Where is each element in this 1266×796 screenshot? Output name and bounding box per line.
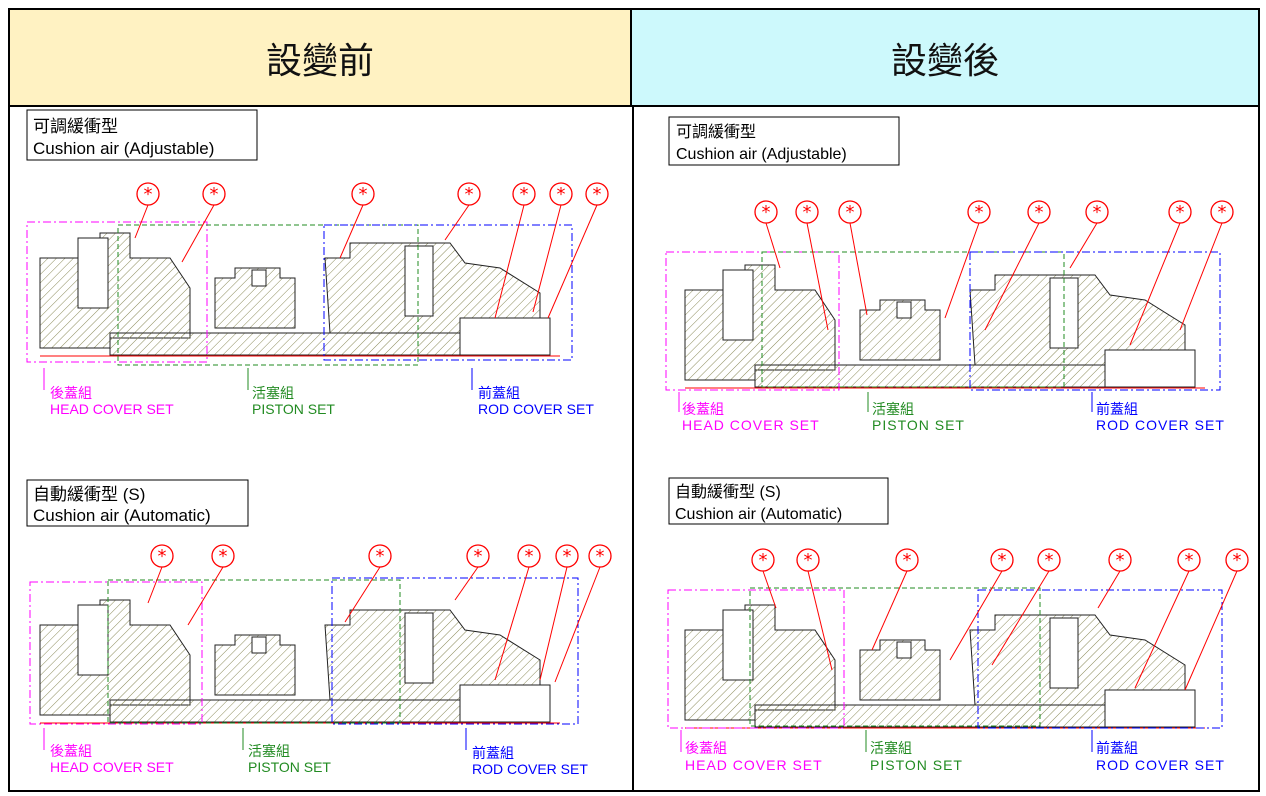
piston-label-zh: 活塞組 — [248, 743, 290, 759]
comparison-table: 設變前 設變後 — [8, 8, 1260, 792]
change-marker-icon — [585, 182, 609, 206]
head-cover-label-en: HEAD COVER SET — [685, 757, 823, 773]
panel-title-en: Cushion air (Adjustable) — [33, 139, 214, 158]
change-marker-icon — [457, 182, 481, 206]
head-cover-label-zh: 後蓋組 — [682, 401, 724, 417]
change-marker-icon — [1085, 200, 1109, 224]
head-cover-label-en: HEAD COVER SET — [50, 401, 174, 417]
change-marker-icon — [990, 548, 1014, 572]
piston-label-en: PISTON SET — [872, 417, 965, 433]
piston-label-en: PISTON SET — [870, 757, 963, 773]
panel-title-en: Cushion air (Automatic) — [33, 506, 211, 525]
change-marker-icon — [1168, 200, 1192, 224]
panel-title-en: Cushion air (Automatic) — [675, 506, 842, 523]
change-marker-icon — [838, 200, 862, 224]
change-marker-icon — [202, 182, 226, 206]
change-marker-icon — [517, 544, 541, 568]
head-cover-label-zh: 後蓋組 — [50, 743, 92, 759]
change-marker-icon — [895, 548, 919, 572]
change-marker-icon — [795, 200, 819, 224]
rod-cover-label-zh: 前蓋組 — [472, 745, 514, 761]
panel-after-automatic: 自動緩衝型 (S) Cushion air (Automatic) 後蓋組 HE… — [667, 477, 1249, 773]
after-change-header: 設變後 — [632, 10, 1258, 107]
change-marker-icon — [150, 544, 174, 568]
change-marker-icon — [796, 548, 820, 572]
head-cover-label-en: HEAD COVER SET — [50, 759, 174, 775]
panel-before-automatic: 自動緩衝型 (S) Cushion air (Automatic) 後蓋組 HE… — [26, 479, 612, 777]
rod-cover-label-zh: 前蓋組 — [1096, 740, 1138, 756]
change-marker-icon — [512, 182, 536, 206]
rod-cover-label-zh: 前蓋組 — [1096, 401, 1138, 417]
change-marker-icon — [466, 544, 490, 568]
panel-title-zh: 自動緩衝型 (S) — [675, 483, 781, 501]
change-marker-icon — [1108, 548, 1132, 572]
change-marker-icon — [588, 544, 612, 568]
change-marker-icon — [1027, 200, 1051, 224]
rod-cover-label-en: ROD COVER SET — [1096, 417, 1225, 433]
head-cover-label-zh: 後蓋組 — [50, 385, 92, 401]
rod-cover-label-en: ROD COVER SET — [478, 401, 594, 417]
change-marker-icon — [555, 544, 579, 568]
change-marker-icon — [211, 544, 235, 568]
change-marker-icon — [136, 182, 160, 206]
panel-after-adjustable: 可調緩衝型 Cushion air (Adjustable) 後蓋組 HEAD … — [665, 116, 1234, 433]
head-cover-label-zh: 後蓋組 — [685, 740, 727, 756]
panel-title-en: Cushion air (Adjustable) — [676, 146, 847, 163]
change-marker-icon — [1177, 548, 1201, 572]
change-marker-icon — [1037, 548, 1061, 572]
change-marker-icon — [351, 182, 375, 206]
piston-label-zh: 活塞組 — [872, 401, 914, 417]
panel-title-zh: 可調緩衝型 — [33, 117, 118, 136]
change-marker-icon — [549, 182, 573, 206]
panel-before-adjustable: 可調緩衝型 Cushion air (Adjustable) 後蓋組 HEAD … — [26, 109, 609, 417]
change-marker-icon — [368, 544, 392, 568]
piston-label-en: PISTON SET — [248, 759, 331, 775]
change-marker-icon — [1225, 548, 1249, 572]
rod-cover-label-en: ROD COVER SET — [472, 761, 588, 777]
panel-title-zh: 可調緩衝型 — [676, 123, 756, 141]
rod-cover-label-zh: 前蓋組 — [478, 385, 520, 401]
change-marker-icon — [754, 200, 778, 224]
piston-label-en: PISTON SET — [252, 401, 335, 417]
change-marker-icon — [1210, 200, 1234, 224]
piston-label-zh: 活塞組 — [870, 740, 912, 756]
piston-label-zh: 活塞組 — [252, 385, 294, 401]
change-marker-icon — [967, 200, 991, 224]
panel-title-zh: 自動緩衝型 (S) — [33, 485, 145, 504]
head-cover-label-en: HEAD COVER SET — [682, 417, 820, 433]
column-divider — [632, 107, 634, 792]
rod-cover-label-en: ROD COVER SET — [1096, 757, 1225, 773]
change-marker-icon — [751, 548, 775, 572]
before-change-header: 設變前 — [10, 10, 632, 107]
